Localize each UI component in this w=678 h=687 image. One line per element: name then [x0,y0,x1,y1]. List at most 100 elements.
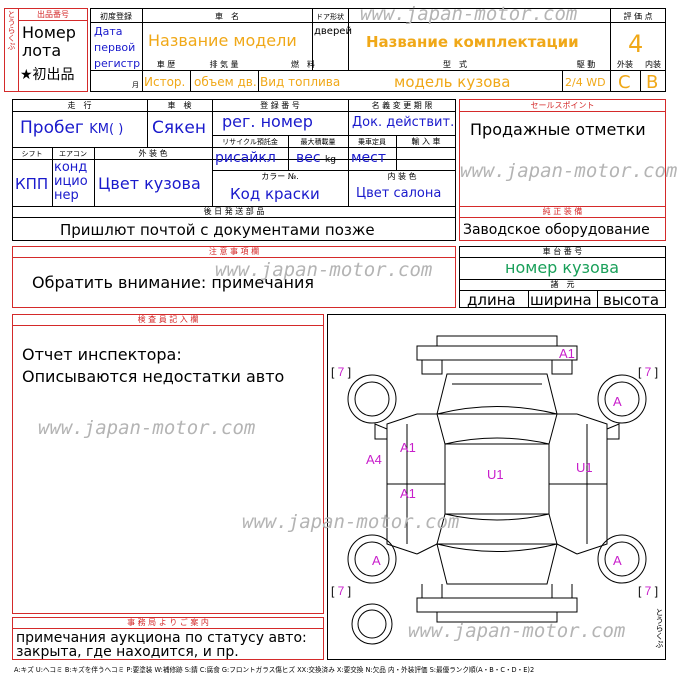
capacity-label: 乗車定員 [358,138,386,146]
exterior-grade: C [618,72,631,93]
color-no-label: カラー №. [261,172,299,181]
chassis-label: 車 台 番 号 [542,247,583,256]
chassis-box [459,246,666,308]
length: длина [467,291,516,309]
auction-line2: закрыта, где находится, и пр. [16,644,239,660]
mileage-unit: KM( ) [89,122,124,137]
damage-mark: A1 [559,346,575,361]
damage-mark: A1 [400,440,416,455]
trim-name: Название комплектации [366,33,579,51]
displacement-label: 排 気 量 [209,60,239,69]
auction-line1: примечания аукциона по статусу авто: [16,630,307,646]
reg-no: рег. номер [222,112,313,131]
interior-grade: B [646,72,659,93]
caution: Обратить внимание: примечания [32,273,314,292]
width: ширина [530,291,592,309]
lot-number: Номер лота [22,23,76,60]
watermark: www.japan-motor.com [38,417,256,439]
bracket-top-left: [ 7 ] [331,365,352,379]
damage-mark: A [372,553,381,568]
reg-no-label: 登 録 番 号 [260,101,300,110]
weight-unit: kg [325,155,336,165]
height: высота [603,291,660,309]
sales-points-label: セールスポイント [530,101,595,110]
lot-box [4,8,88,92]
first-reg-label: 初度登録 [100,12,132,21]
bracket-top-right: [ 7 ] [638,365,659,379]
sales-points: Продажные отметки [470,120,646,139]
lot-number-label: 出品番号 [37,10,69,19]
damage-legend: A:キズ U:ヘコミ B:キズを伴うヘコミ P:要塗装 W:補修跡 S:錆 C:… [14,666,535,674]
inspector-line2: Описываются недостатки авто [22,367,285,386]
damage-mark: A4 [366,452,382,467]
watermark: www.japan-motor.com [408,620,626,642]
month-suffix: 月 [132,81,139,89]
damage-mark: U1 [576,460,593,475]
exterior-label: 外装 [617,60,633,69]
max-load-label: 最大積載量 [300,138,336,146]
damage-mark: A1 [400,486,416,501]
mileage: Пробег KM( ) [20,118,124,138]
transmission: КПП [15,175,49,193]
docs-valid: Док. действит. [352,115,455,130]
caution-label: 注 意 事 項 欄 [208,247,260,256]
damage-mark: A [613,394,622,409]
car-diagram-box [327,314,666,660]
watermark: www.japan-motor.com [460,160,678,182]
top-info-grid [90,8,666,92]
damage-mark: A [613,553,622,568]
history-label: 車 歴 [156,60,176,69]
body-model: модель кузова [394,73,511,91]
equipment-label: 純 正 装 備 [542,207,583,216]
first-listing: ★初出品 [20,67,75,83]
car-diagram [347,335,647,645]
caution-box [12,246,456,308]
interior-color: Цвет салона [356,186,442,201]
equipment: Заводское оборудование [463,222,650,238]
drive-label: 駆 動 [576,60,596,69]
doors: дверей [314,26,352,37]
later-parts: Пришлют почтой с документами позже [60,221,375,239]
recycle-label: リサイクル預託金 [222,138,278,146]
inspection: Сякен [152,118,206,138]
body-color-label: 外 装 色 [138,149,168,158]
seats: мест [351,150,387,166]
watermark: www.japan-motor.com [360,3,578,25]
watermark: www.japan-motor.com [242,511,460,533]
drive: 2/4 WD [565,76,606,89]
displacement: объем дв. [194,75,257,89]
fuel: Вид топлива [260,75,341,89]
import-label: 輸 入 車 [411,137,441,146]
auction-box [12,617,324,660]
first-reg-value: Дата первой регистр [94,25,141,70]
fuel-label: 燃 料 [291,60,315,69]
later-parts-label: 後 日 発 送 部 品 [203,207,265,216]
weight: вес kg [296,150,336,166]
interior-label: 内装 [645,60,661,69]
aircon: кондиционер [54,160,88,203]
car-name-label: 車 名 [215,12,239,21]
grade: 4 [628,30,644,58]
door-label: ドア形状 [316,13,344,21]
recycle: рисайкл [215,150,276,166]
shift-label: シフト [21,150,43,158]
damage-mark: U1 [487,467,504,482]
bracket-bottom-right: [ 7 ] [638,584,659,598]
lot-vertical-text: とうらくぷ [7,10,16,50]
inspector-line1: Отчет инспектора: [22,345,182,364]
interior-color-label: 内 装 色 [387,172,417,181]
model-name: Название модели [148,31,297,50]
watermark: www.japan-motor.com [215,259,433,281]
paint-code: Код краски [230,185,320,203]
mileage-label: 走 行 [67,101,92,110]
body-color: Цвет кузова [98,174,201,193]
diagram-vertical-text: とうらくぷ [655,608,664,648]
inspection-label: 車 検 [167,101,192,110]
grade-label: 評 価 点 [623,12,653,21]
name-change-label: 名 義 変 更 期 限 [371,101,433,110]
dims-label: 諸 元 [550,280,575,289]
sales-points-box [459,99,666,241]
inspector-box [12,314,324,614]
aircon-label: エアコン [59,150,87,158]
history: Истор. [144,75,186,89]
